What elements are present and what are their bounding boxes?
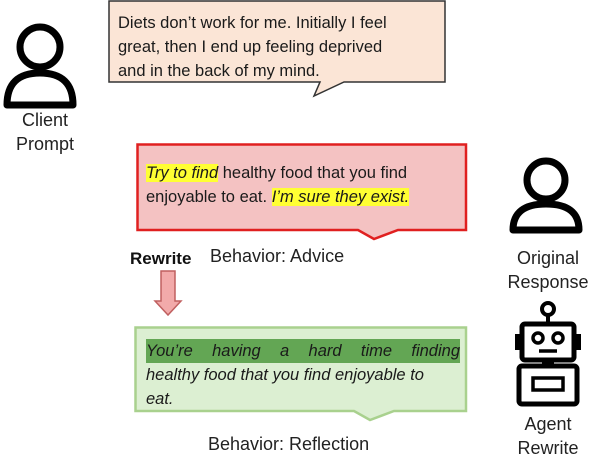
original-highlight-2: I’m sure they exist. — [271, 188, 410, 206]
behavior-advice-label: Behavior: Advice — [210, 246, 345, 266]
client-message-line2: great, then I end up feeling deprived — [118, 38, 383, 56]
client-label: Client Prompt — [5, 108, 85, 156]
agent-message-line1: You’re having a hard time finding — [146, 339, 460, 363]
agent-highlight: You’re having a hard time finding — [146, 339, 460, 363]
client-bubble — [108, 0, 446, 98]
agent-label-line1: Agent — [524, 414, 572, 434]
original-highlight-1: Try to find — [146, 164, 219, 182]
agent-message: You’re having a hard time finding health… — [146, 339, 460, 411]
agent-label-line2: Rewrite — [517, 438, 579, 458]
rewrite-label: Rewrite — [130, 249, 192, 268]
client-message-line1: Diets don’t work for me. Initially I fee… — [118, 14, 387, 32]
original-message-line2: enjoyable to eat. I’m sure they exist. — [146, 185, 466, 209]
agent-label: Agent Rewrite — [498, 412, 598, 460]
robot-icon — [515, 301, 581, 407]
person-icon — [3, 23, 77, 109]
original-label: Original Response — [498, 246, 598, 294]
rewrite-arrow-icon — [153, 270, 183, 317]
original-label-line2: Response — [507, 272, 589, 292]
agent-message-line3: eat. — [146, 390, 174, 408]
original-text-2: enjoyable to eat. — [146, 188, 272, 206]
original-label-line1: Original — [516, 248, 580, 268]
original-message: Try to find healthy food that you find e… — [146, 161, 466, 209]
original-text-1: healthy food that you find — [218, 164, 408, 182]
agent-message-line2: healthy food that you find enjoyable to — [146, 366, 424, 384]
client-message-line3: and in the back of my mind. — [118, 62, 320, 80]
person-icon — [509, 157, 583, 234]
client-message: Diets don’t work for me. Initially I fee… — [118, 11, 438, 83]
client-label-line1: Client — [21, 110, 69, 130]
behavior-reflection-label: Behavior: Reflection — [208, 434, 370, 454]
client-label-line2: Prompt — [15, 134, 75, 154]
original-message-line1: Try to find healthy food that you find — [146, 161, 466, 185]
